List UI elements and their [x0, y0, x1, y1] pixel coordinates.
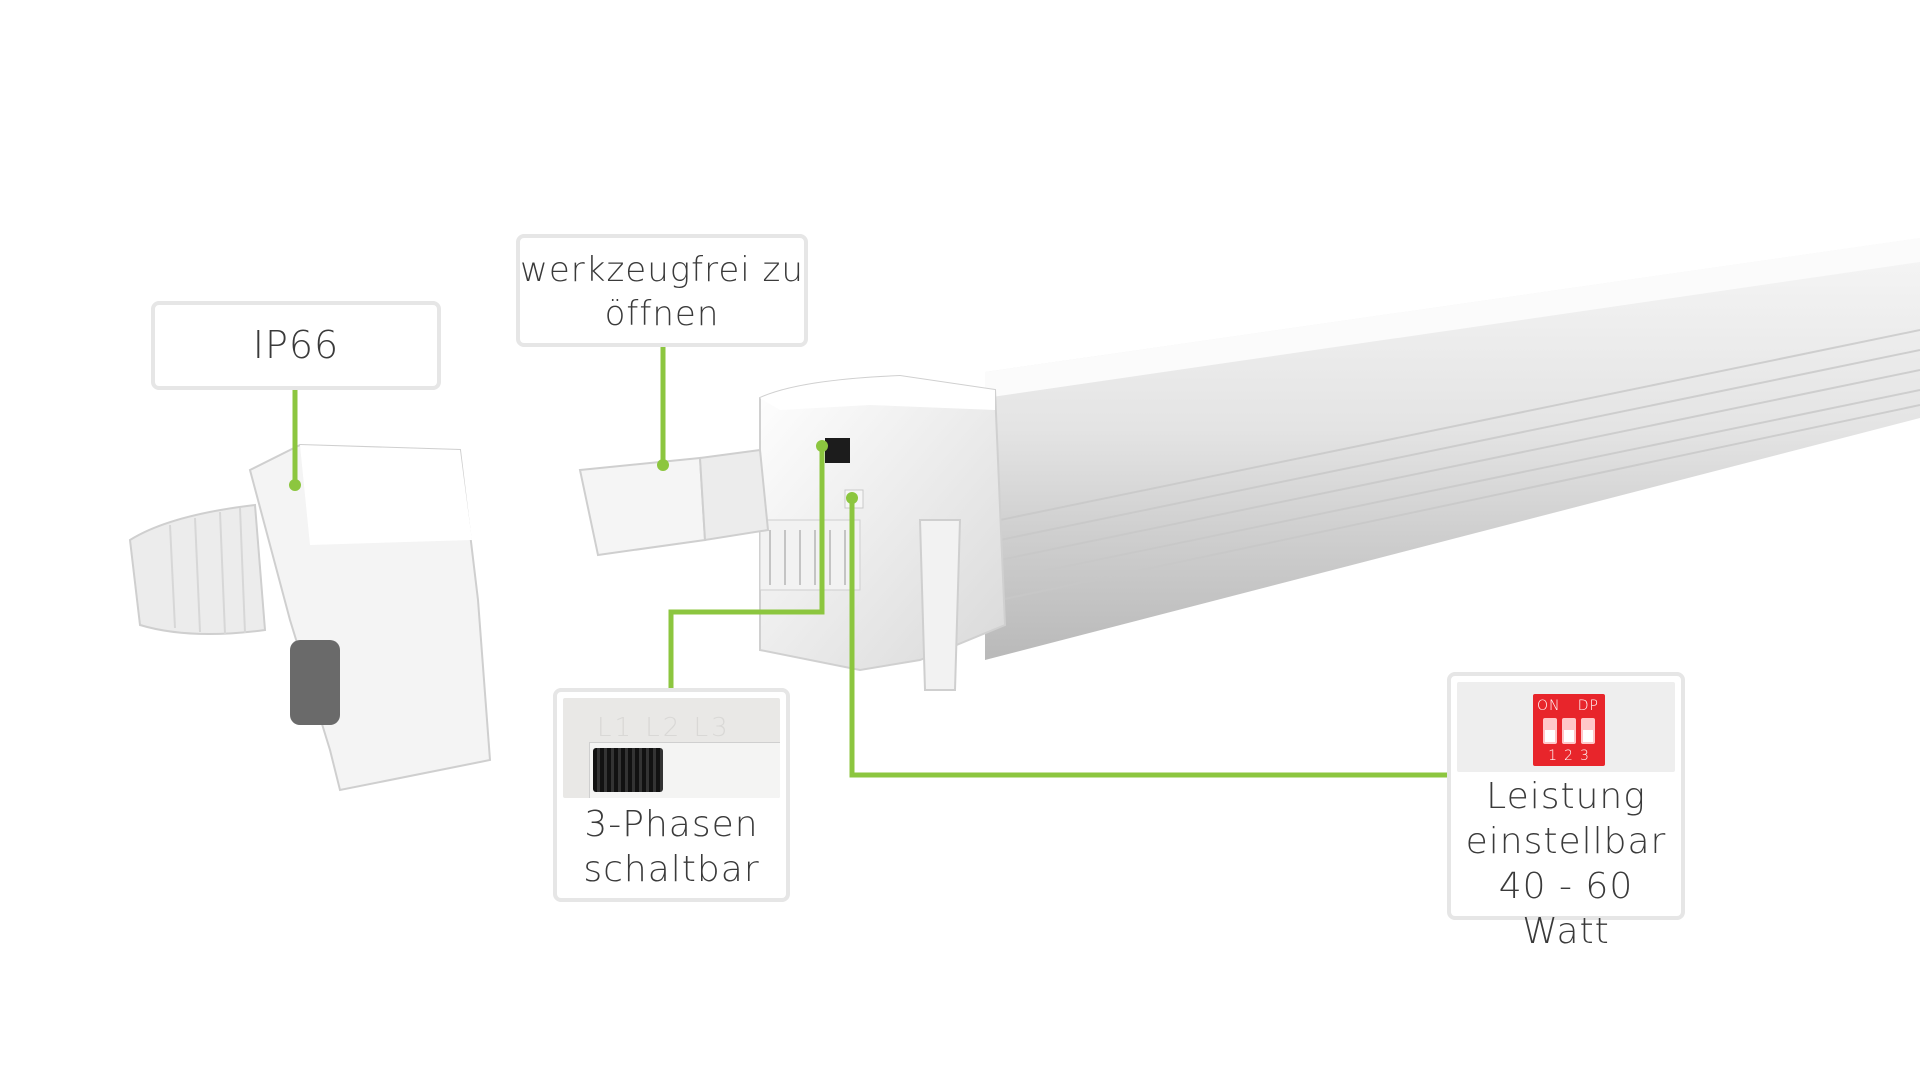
slide-knob	[593, 748, 663, 792]
phase-letters: L1 L2 L3	[597, 713, 731, 743]
phase-switch-photo: L1 L2 L3	[563, 698, 780, 798]
dip-switch-1	[1543, 718, 1557, 744]
leader-lines	[292, 344, 1454, 778]
dip-dp-label: DP	[1577, 698, 1599, 714]
callout-3-phase: L1 L2 L3 3-Phasen schaltbar	[553, 688, 790, 902]
callout-power: ON DP 123 Leistung einstellbar 40 - 60 Wa…	[1447, 672, 1685, 952]
tool-free-line1: werkzeugfrei zu	[520, 250, 804, 290]
leader-dots	[289, 440, 858, 504]
cable-gland-connector	[128, 443, 492, 792]
power-line1: Leistung	[1486, 776, 1646, 817]
dip-switch-photo: ON DP 123	[1457, 682, 1675, 772]
callout-ip66: IP66	[151, 301, 441, 390]
phase-line2: schaltbar	[583, 849, 760, 890]
dip-on-label: ON	[1537, 698, 1561, 714]
power-line3: 40 - 60 Watt	[1498, 866, 1634, 952]
dip-switch-2	[1562, 718, 1576, 744]
dip-switch-3	[1581, 718, 1595, 744]
dip-switch: ON DP 123	[1533, 694, 1605, 766]
lamp-tube	[985, 238, 1920, 660]
ip66-label: IP66	[252, 323, 340, 367]
phase-line1: 3-Phasen	[584, 804, 759, 845]
callout-tool-free: werkzeugfrei zu öffnen	[516, 234, 808, 347]
power-line2: einstellbar	[1465, 821, 1667, 862]
dip-numbers: 123	[1548, 748, 1596, 764]
open-lid	[578, 448, 770, 557]
lamp-end-cap	[759, 374, 1007, 691]
tool-free-line2: öffnen	[604, 294, 720, 334]
